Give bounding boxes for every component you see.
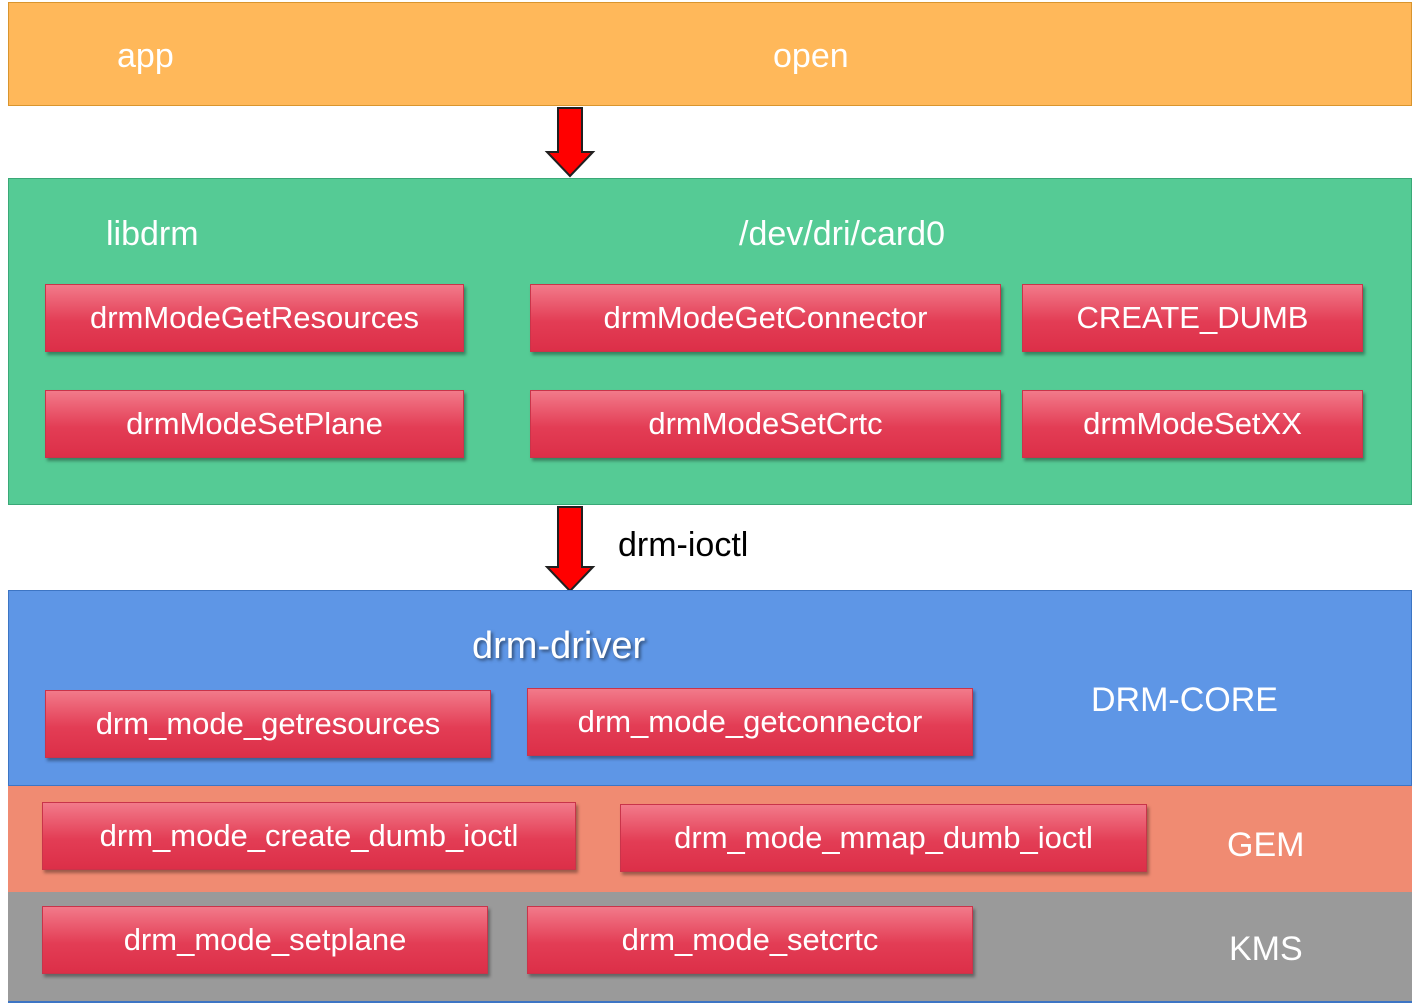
function-box-drm_mode_setcrtc: drm_mode_setcrtc: [527, 906, 973, 974]
function-box-drmModeSetPlane: drmModeSetPlane: [45, 390, 464, 458]
down-arrow-icon: [544, 506, 596, 593]
function-box-drm_mode_getresources: drm_mode_getresources: [45, 690, 491, 758]
function-box-drmModeGetConnector: drmModeGetConnector: [530, 284, 1001, 352]
gem-label: GEM: [1227, 826, 1305, 864]
kms-label: KMS: [1229, 930, 1303, 968]
function-box-drmModeSetXX: drmModeSetXX: [1022, 390, 1363, 458]
drm-core-label: DRM-CORE: [1091, 681, 1278, 719]
function-box-drm_mode_create_dumb_ioctl: drm_mode_create_dumb_ioctl: [42, 802, 576, 870]
function-box-drmModeGetResources: drmModeGetResources: [45, 284, 464, 352]
app-layer: app open: [8, 2, 1412, 106]
drm-ioctl-label: drm-ioctl: [618, 526, 749, 564]
open-call-label: open: [773, 37, 849, 75]
function-box-drmModeSetCrtc: drmModeSetCrtc: [530, 390, 1001, 458]
function-box-CREATE_DUMB: CREATE_DUMB: [1022, 284, 1363, 352]
drm-driver-label: drm-driver: [472, 625, 646, 667]
device-path-label: /dev/dri/card0: [739, 215, 945, 253]
app-label: app: [117, 37, 174, 75]
function-box-drm_mode_getconnector: drm_mode_getconnector: [527, 688, 973, 756]
down-arrow-icon: [544, 107, 596, 178]
function-box-drm_mode_setplane: drm_mode_setplane: [42, 906, 488, 974]
function-box-drm_mode_mmap_dumb_ioctl: drm_mode_mmap_dumb_ioctl: [620, 804, 1147, 872]
libdrm-label: libdrm: [106, 215, 199, 253]
